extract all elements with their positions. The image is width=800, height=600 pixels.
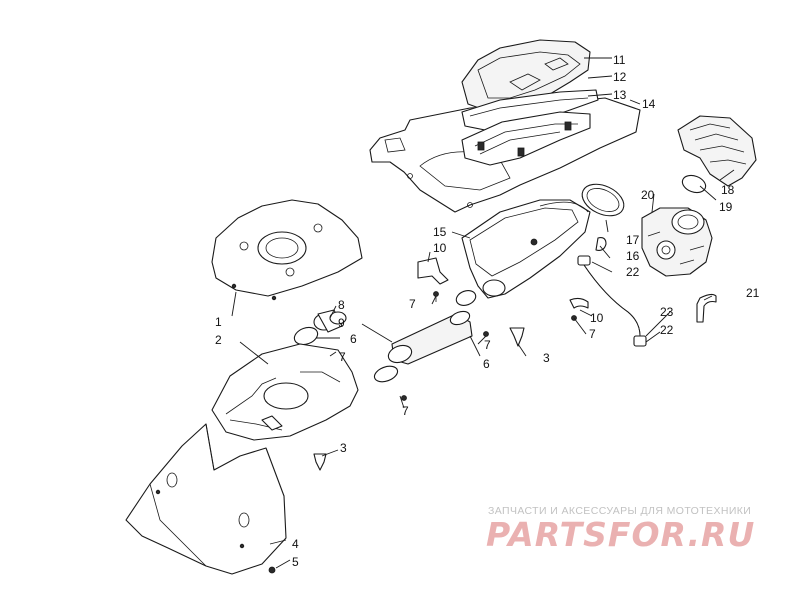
airbox-top-cover [211,199,363,301]
callout-18: 18 [721,183,735,197]
airbox-housing [461,199,591,299]
clamp-ring-lower [373,365,399,383]
screw-icon [483,331,489,337]
callout-15: 15 [433,225,447,239]
leader-lines [231,57,735,569]
callout-7-bracket: 7 [409,297,416,311]
clamp-ring-right [455,290,477,306]
callout-7-lower: 7 [589,327,596,341]
push-fastener-lower [313,453,327,471]
skid-guard [125,423,287,575]
watermark-logo: PARTSFOR.RU [486,515,756,554]
intake-boot [677,115,757,187]
callout-7-bottom: 7 [402,404,409,418]
bracket-lower [569,297,589,309]
callout-1: 1 [215,315,222,329]
grommet-lower [633,335,647,347]
clamp-small [681,174,707,194]
callout-3-lower: 3 [340,441,347,455]
callout-13: 13 [613,88,627,102]
callout-10-upper: 10 [433,241,447,255]
callout-16: 16 [626,249,640,263]
bracket-upper [417,257,449,285]
band-clamp [581,183,625,217]
callout-19: 19 [719,200,733,214]
callout-10-lower: 10 [590,311,604,325]
watermark-caption: ЗАПЧАСТИ И АКСЕССУАРЫ ДЛЯ МОТОТЕХНИКИ [488,505,752,517]
callout-5: 5 [292,555,299,569]
callout-3-upper: 3 [543,351,550,365]
hose-clip [595,237,607,251]
fuel-hose [583,264,641,337]
screw-icon [401,395,407,401]
callout-7-left: 7 [339,350,346,364]
callout-labels: 11 12 13 14 18 19 20 15 10 17 16 22 7 8 … [215,53,760,569]
callout-17: 17 [626,233,640,247]
clamp-ring-left [293,326,319,346]
callout-12: 12 [613,70,627,84]
callout-6-left: 6 [350,332,357,346]
intake-tube [387,310,473,365]
airbox-lower [211,343,359,441]
callout-14: 14 [642,97,656,111]
grommet-upper [577,255,591,266]
callout-23: 23 [660,305,674,319]
callout-22-upper: 22 [626,265,640,279]
callout-8: 8 [338,298,345,312]
callout-21: 21 [746,286,760,300]
vent-hose [696,293,717,323]
callout-20: 20 [641,188,655,202]
carburetor [641,207,713,277]
filter-cage [461,111,591,166]
callout-6-right: 6 [483,357,490,371]
rubber-coupler [313,309,347,333]
callout-7-right: 7 [484,338,491,352]
push-fastener-upper [509,327,525,347]
callout-11: 11 [613,53,626,67]
callout-9: 9 [338,316,345,330]
callout-4: 4 [292,537,299,551]
screw-icon [268,566,276,574]
callout-22-lower: 22 [660,323,674,337]
callout-2: 2 [215,333,222,347]
airbox-lid [461,39,591,113]
air-filter-element [461,89,599,133]
